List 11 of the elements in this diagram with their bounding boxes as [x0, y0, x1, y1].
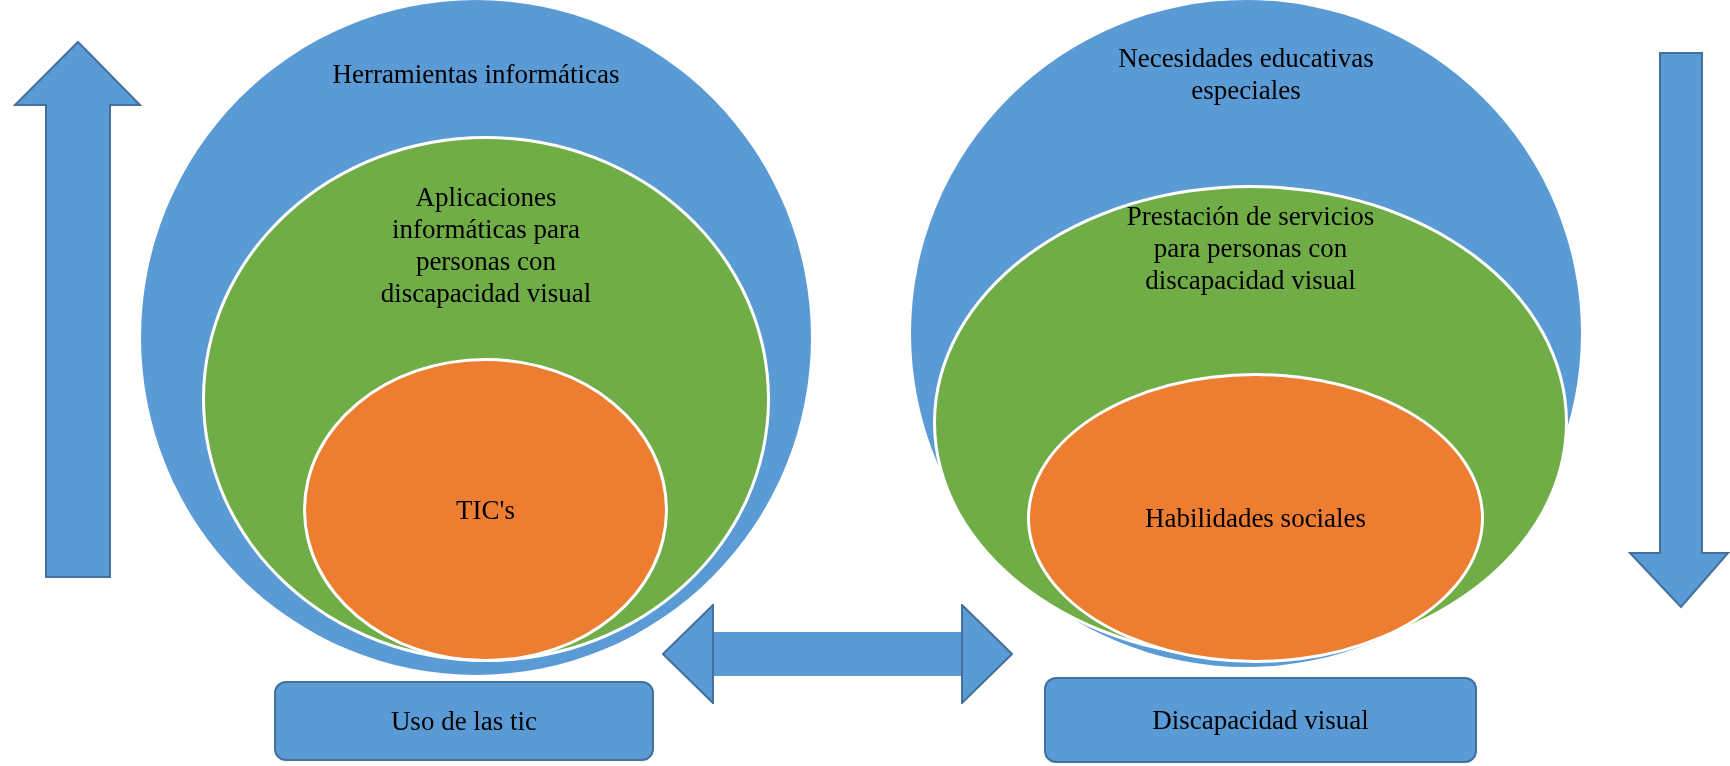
node-label: Prestación de servicios para personas con discapacidad visual [1125, 200, 1376, 296]
rounded-box [1044, 677, 1477, 763]
double-arrow [662, 604, 1013, 704]
node-label: Habilidades sociales [1143, 502, 1368, 534]
node-label: Herramientas informáticas [331, 58, 621, 90]
node-label: Uso de las tic [389, 705, 539, 737]
node-label: Discapacidad visual [1151, 704, 1370, 736]
node-label: Aplicaciones informáticas para personas con discapacidad visual [379, 181, 593, 309]
node-label: Necesidades educativas especiales [1117, 42, 1375, 106]
node-label: TIC's [455, 494, 516, 526]
rounded-box [274, 681, 654, 761]
